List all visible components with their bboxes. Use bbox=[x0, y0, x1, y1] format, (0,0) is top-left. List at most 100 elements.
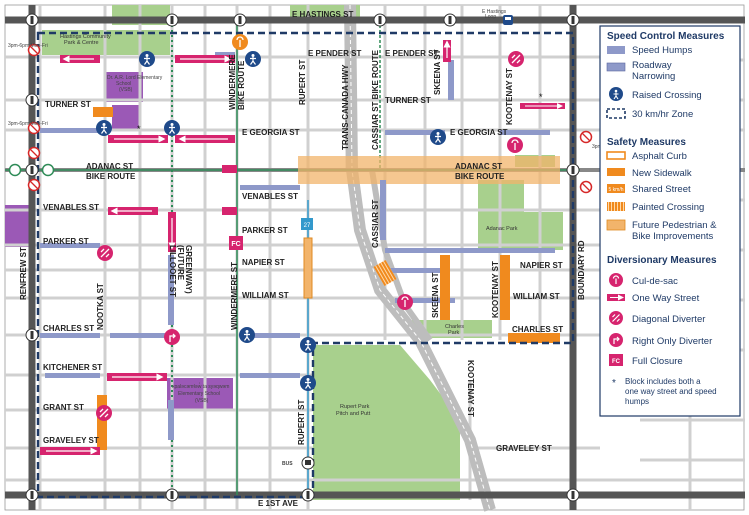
street-label: WINDERMERE ST bbox=[230, 262, 239, 330]
legend-speed-hump-swatch bbox=[607, 46, 625, 54]
street-label: TURNER ST bbox=[45, 100, 91, 109]
legend-full-closure-swatch bbox=[609, 354, 623, 366]
traffic-signals bbox=[25, 13, 580, 502]
street-label: BIKE ROUTE bbox=[455, 172, 505, 181]
legend-narrowing-swatch bbox=[606, 62, 626, 72]
traffic-signal-icon bbox=[566, 163, 580, 177]
bus-label: BUS bbox=[282, 461, 293, 467]
street-label: E GEORGIA ST bbox=[450, 128, 508, 137]
legend-shared-street-swatch bbox=[607, 184, 625, 193]
cul-de-sac-icon bbox=[507, 137, 523, 153]
legend-section-title: Speed Control Measures bbox=[607, 31, 725, 42]
place-label: E Hastings bbox=[482, 9, 507, 15]
pedestrian-icon bbox=[96, 120, 112, 136]
diagonal-diverter-icon bbox=[508, 51, 524, 67]
one-way-streets bbox=[40, 40, 565, 455]
street-label: KITCHENER ST bbox=[43, 363, 102, 372]
no-turn-time-label: 3pm-6pm Mon-Fri bbox=[8, 43, 48, 49]
street-label: CHARLES ST bbox=[43, 324, 94, 333]
place-label: (VSB) bbox=[195, 398, 209, 404]
street-label: VENABLES ST bbox=[242, 192, 298, 201]
legend-label: Roadway bbox=[632, 60, 672, 71]
legend-label: Bike Improvements bbox=[632, 231, 714, 242]
place-label: Park bbox=[448, 330, 460, 336]
legend: Speed Control Measures Speed Humps Roadw… bbox=[599, 25, 741, 417]
place-label: Elementary School bbox=[178, 391, 220, 397]
legend-zone-swatch bbox=[606, 108, 626, 119]
no-left-turn-icon bbox=[27, 146, 41, 160]
street-label: SKEENA ST bbox=[431, 272, 440, 318]
street-label: KOOTENAY ST bbox=[505, 68, 514, 125]
traffic-signal-icon bbox=[301, 488, 315, 502]
cul-de-sac-icon bbox=[232, 34, 248, 50]
legend-label: New Sidewalk bbox=[632, 168, 692, 179]
street-label: BOUNDARY RD bbox=[577, 240, 586, 300]
place-label: Hastings Community bbox=[60, 34, 111, 40]
legend-label: Asphalt Curb bbox=[632, 151, 687, 162]
street-label: VENABLES ST bbox=[43, 203, 99, 212]
street-label: E HASTINGS ST bbox=[292, 10, 353, 19]
street-label: RUPERT ST bbox=[297, 400, 306, 445]
street-label: E 1ST AVE bbox=[258, 499, 299, 508]
place-label: Pitch and Putt bbox=[336, 411, 371, 417]
place-label: Adanac Park bbox=[486, 226, 518, 232]
pedestrian-icon bbox=[300, 375, 316, 391]
legend-label: Right Only Diverter bbox=[632, 336, 712, 347]
street-label: NAPIER ST bbox=[242, 258, 285, 267]
raised-crossings bbox=[96, 51, 446, 391]
pedestrian-icon bbox=[164, 120, 180, 136]
street-label: WILLIAM ST bbox=[513, 292, 560, 301]
diagonal-diverter-icon bbox=[609, 311, 623, 325]
street-label: GREENWAY) bbox=[184, 245, 193, 294]
legend-asphalt-curb-swatch bbox=[606, 151, 626, 160]
full-closure-marker bbox=[229, 236, 243, 250]
place-label: Charles bbox=[445, 324, 464, 330]
place-label: Rupert Park bbox=[340, 404, 370, 410]
legend-painted-crossing-swatch bbox=[607, 202, 625, 211]
traffic-signal-icon bbox=[25, 93, 39, 107]
parks-layer bbox=[5, 5, 563, 500]
legend-new-sidewalk-swatch bbox=[607, 168, 625, 176]
place-label: xpaləcəmɬəw̓ ta syəqwəm bbox=[172, 383, 229, 390]
street-label: ADANAC ST bbox=[86, 162, 133, 171]
school-west bbox=[5, 205, 33, 247]
legend-shared-street-icon: 5 km/h bbox=[608, 187, 623, 193]
lord-school-annex bbox=[112, 105, 140, 130]
legend-label: One Way Street bbox=[632, 293, 700, 304]
painted-crossing bbox=[373, 259, 397, 287]
pedestrian-icon bbox=[239, 327, 255, 343]
new-sidewalks bbox=[93, 107, 560, 450]
diverters bbox=[96, 34, 524, 421]
no-left-turn-icon bbox=[27, 121, 41, 135]
speed-humps bbox=[40, 52, 555, 440]
legend-section-title: Safety Measures bbox=[607, 137, 686, 148]
street-label: GRAVELEY ST bbox=[496, 444, 552, 453]
pedestrian-icon bbox=[430, 129, 446, 145]
legend-label: Painted Crossing bbox=[632, 202, 704, 213]
greenway-marker-icon bbox=[41, 163, 55, 177]
street-label: E PENDER ST bbox=[308, 49, 361, 58]
street-label: RENFREW ST bbox=[19, 247, 28, 300]
traffic-signal-icon bbox=[373, 13, 387, 27]
greenway-marker-icon bbox=[8, 163, 22, 177]
second-school bbox=[167, 378, 233, 410]
traffic-signal-icon bbox=[25, 163, 39, 177]
future-improvement-rupert bbox=[303, 237, 313, 299]
pedestrian-icon bbox=[300, 337, 316, 353]
traffic-signal-icon bbox=[25, 328, 39, 342]
street-label: CASSIAR ST BIKE ROUTE bbox=[371, 49, 380, 150]
major-roads bbox=[5, 5, 745, 510]
street-label: E PENDER ST bbox=[385, 49, 438, 58]
street-label: NAPIER ST bbox=[520, 261, 563, 270]
map-frame bbox=[4, 4, 745, 511]
place-label: Park & Centre bbox=[64, 40, 99, 46]
street-label: NOOTKA ST bbox=[96, 283, 105, 330]
traffic-signal-icon bbox=[165, 488, 179, 502]
legend-section-title: Diversionary Measures bbox=[607, 255, 717, 266]
traffic-signal-icon bbox=[165, 13, 179, 27]
place-label: Dr. A.R. Lord Elementary bbox=[107, 75, 163, 81]
no-left-turn-icon bbox=[579, 180, 593, 194]
street-label: WILLIAM ST bbox=[242, 291, 289, 300]
street-label: WINDERMERE bbox=[228, 54, 237, 110]
legend-label: Future Pedestrian & bbox=[632, 220, 717, 231]
